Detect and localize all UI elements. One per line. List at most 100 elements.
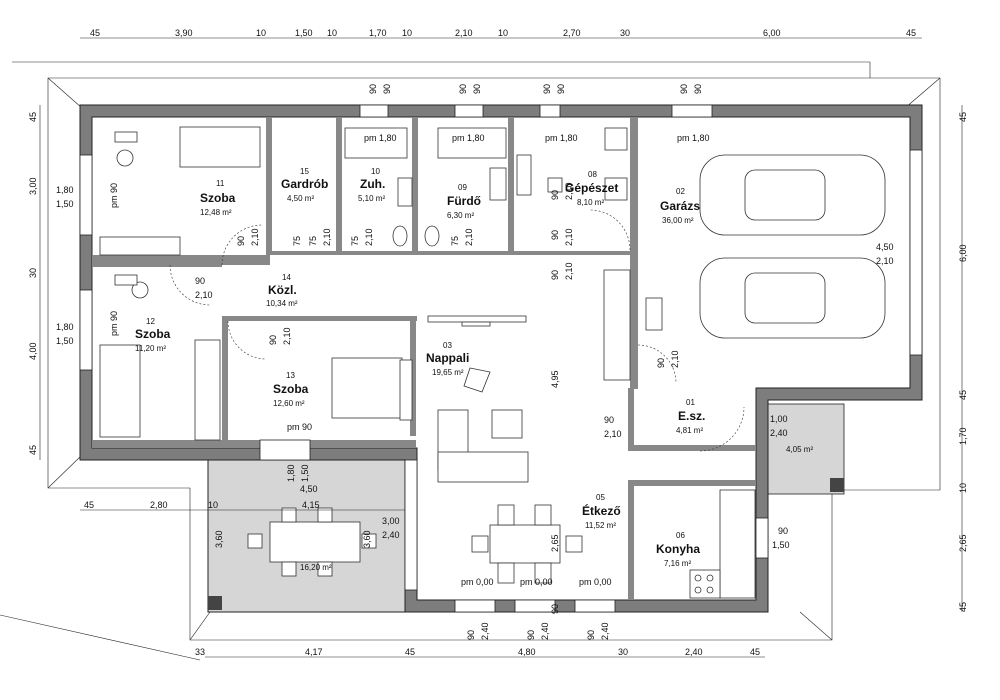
dr-2: 2,10 bbox=[322, 228, 332, 246]
dim-bottom-6: 2,40 bbox=[685, 647, 703, 657]
dim-top-12: 6,00 bbox=[763, 28, 781, 38]
room-area: 4,81 m² bbox=[676, 426, 703, 435]
dim-bottom-7: 45 bbox=[750, 647, 760, 657]
win-konb: 1,50 bbox=[772, 540, 790, 550]
entry-area: 4,05 m² bbox=[786, 445, 813, 454]
op-7: 90 bbox=[679, 84, 689, 94]
win-garb: 2,10 bbox=[876, 256, 894, 266]
pm-0-b: pm 0,00 bbox=[520, 577, 553, 587]
pm-0-c: pm 0,00 bbox=[579, 577, 612, 587]
op-19: 90 bbox=[550, 604, 560, 614]
dim-bottom-4: 4,80 bbox=[518, 647, 536, 657]
room-number: 11 bbox=[216, 179, 225, 188]
pm-90-a: pm 90 bbox=[109, 183, 119, 208]
dim-right-4: 1,70 bbox=[958, 427, 968, 445]
room-name: Konyha bbox=[656, 542, 700, 556]
dim-right-7: 45 bbox=[958, 602, 968, 612]
entry-pillar bbox=[830, 478, 844, 492]
room-area: 5,10 m² bbox=[358, 194, 385, 203]
room-number: 09 bbox=[458, 183, 467, 192]
room-09: 09 Fürdő 6,30 m² bbox=[447, 183, 481, 220]
dim-top-3: 10 bbox=[256, 28, 266, 38]
room-name: Szoba bbox=[273, 382, 309, 396]
room-number: 05 bbox=[596, 493, 605, 502]
h-ter-r: 3,60 bbox=[362, 530, 372, 548]
room-number: 01 bbox=[686, 398, 695, 407]
dim-right-6: 2,65 bbox=[958, 534, 968, 552]
door-swings bbox=[169, 209, 745, 452]
dim-top-7: 10 bbox=[402, 28, 412, 38]
op-1: 90 bbox=[368, 84, 378, 94]
op-17: 90 bbox=[586, 630, 596, 640]
dim-top-2: 3,90 bbox=[175, 28, 193, 38]
dim-top-4: 1,50 bbox=[295, 28, 313, 38]
op-6: 90 bbox=[556, 84, 566, 94]
bottom-dimensions: 33 4,17 45 4,80 30 2,40 45 bbox=[195, 647, 760, 657]
opening-labels: 90 90 90 90 90 90 90 90 90 90 90 90 90 9… bbox=[195, 84, 703, 640]
dimension-lines bbox=[39, 37, 963, 658]
room-number: 10 bbox=[371, 167, 380, 176]
op-15: 90 bbox=[466, 630, 476, 640]
room-name: Fürdő bbox=[447, 194, 481, 208]
room-name: Gardrób bbox=[281, 177, 328, 191]
op-5: 90 bbox=[542, 84, 552, 94]
room-11: 11 Szoba 12,48 m² bbox=[200, 179, 236, 217]
room-area: 8,10 m² bbox=[577, 198, 604, 207]
win-left-2b: 1,50 bbox=[56, 336, 74, 346]
right-dimensions: 45 6,00 45 1,70 10 2,65 45 4,50 2,10 90 … bbox=[772, 112, 968, 612]
op-18: 90 bbox=[550, 190, 560, 200]
dr-7: 2,10 bbox=[282, 327, 292, 345]
room-name: Zuh. bbox=[360, 177, 385, 191]
room-08: 08 Gépészet 8,10 m² bbox=[565, 170, 618, 207]
room-name: Szoba bbox=[135, 327, 171, 341]
win-nap: 3,00 bbox=[382, 516, 400, 526]
esz-door: 90 bbox=[604, 415, 614, 425]
dr-13: 75 bbox=[450, 236, 460, 246]
op-16: 90 bbox=[526, 630, 536, 640]
room-05: 05 Étkező 11,52 m² bbox=[582, 493, 621, 530]
room-number: 13 bbox=[286, 371, 295, 380]
dr-14: 75 bbox=[292, 236, 302, 246]
room-name: E.sz. bbox=[678, 409, 705, 423]
dim-bottom-2: 4,17 bbox=[305, 647, 323, 657]
room-12: 12 Szoba 11,20 m² bbox=[135, 317, 171, 353]
dr-8: 2,10 bbox=[670, 350, 680, 368]
dim-top-11: 30 bbox=[620, 28, 630, 38]
dim-right-1: 45 bbox=[958, 112, 968, 122]
room-name: Garázs bbox=[660, 199, 700, 213]
terrace-pillar bbox=[208, 596, 222, 610]
dim-ter-3: 10 bbox=[208, 500, 218, 510]
win-kon: 90 bbox=[778, 526, 788, 536]
room-area: 36,00 m² bbox=[662, 216, 694, 225]
top-dimensions: 45 3,90 10 1,50 10 1,70 10 2,10 10 2,70 … bbox=[90, 28, 916, 38]
room-number: 14 bbox=[282, 273, 291, 282]
dim-top-8: 2,10 bbox=[455, 28, 473, 38]
dim-ter-1: 45 bbox=[84, 500, 94, 510]
pm-furdo: pm 1,80 bbox=[452, 133, 485, 143]
dim-top-6: 1,70 bbox=[369, 28, 387, 38]
left-dimensions: 45 3,00 30 4,00 45 1,80 1,50 1,80 1,50 bbox=[28, 112, 74, 455]
pm-zuh: pm 1,80 bbox=[364, 133, 397, 143]
dr-5: 2,10 bbox=[564, 228, 574, 246]
dim-left-3: 30 bbox=[28, 268, 38, 278]
dim-top-5: 10 bbox=[327, 28, 337, 38]
room-number: 08 bbox=[588, 170, 597, 179]
dr-1: 2,10 bbox=[250, 228, 260, 246]
room-number: 03 bbox=[443, 341, 452, 350]
win-gar: 4,50 bbox=[876, 242, 894, 252]
sill-b-b: 2,40 bbox=[540, 622, 550, 640]
room-area: 12,48 m² bbox=[200, 208, 232, 217]
op-9: 90 bbox=[236, 236, 246, 246]
room-area: 12,60 m² bbox=[273, 399, 305, 408]
dim-top-13: 45 bbox=[906, 28, 916, 38]
room-02: 02 Garázs 36,00 m² bbox=[660, 187, 700, 225]
room-name: Szoba bbox=[200, 191, 236, 205]
room-name: Közl. bbox=[268, 283, 297, 297]
room-name: Gépészet bbox=[565, 181, 618, 195]
dim-left-5: 45 bbox=[28, 445, 38, 455]
op-14: 90 bbox=[656, 358, 666, 368]
dim-right-3: 45 bbox=[958, 390, 968, 400]
esz-doorb: 2,10 bbox=[604, 429, 622, 439]
win-left-2: 1,80 bbox=[56, 322, 74, 332]
